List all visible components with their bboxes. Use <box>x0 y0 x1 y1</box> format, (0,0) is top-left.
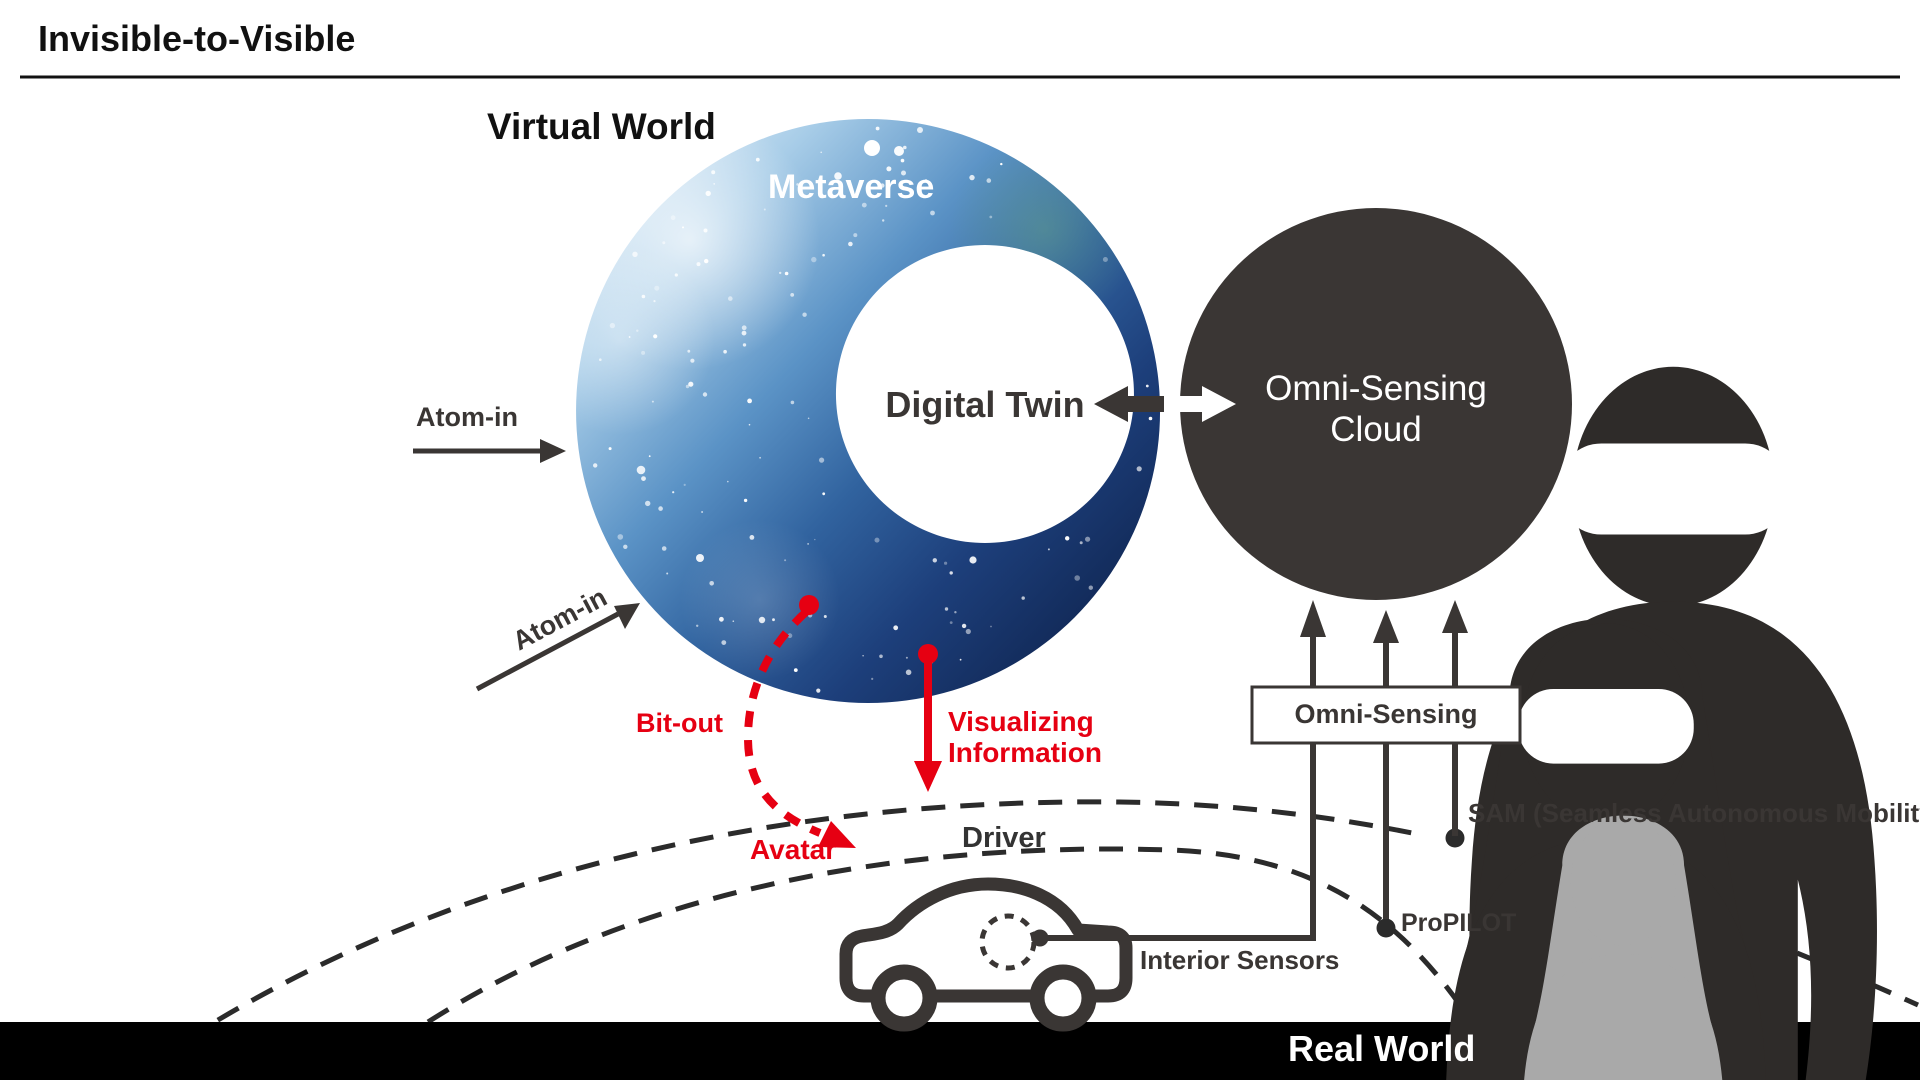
visualizing-dot <box>918 644 938 664</box>
driver-label: Driver <box>962 822 1046 854</box>
omni-sensing-box <box>1250 685 1522 745</box>
bit-out-flow <box>743 595 856 848</box>
real-world-label: Real World <box>1288 1028 1476 1069</box>
car-wheel-front <box>1029 964 1097 1032</box>
cloud-label-line1: Omni-Sensing <box>1265 369 1487 408</box>
visualizing-arrowhead <box>914 761 942 792</box>
visualizing-flow <box>914 644 942 792</box>
interior-sensors-label: Interior Sensors <box>1140 945 1340 975</box>
page-title: Invisible-to-Visible <box>38 18 356 59</box>
interior-sensor-line <box>1040 600 1326 941</box>
visualizing-line2: Information <box>948 736 1102 768</box>
metaverse-label: Metaverse <box>768 168 935 206</box>
omni-sensing-box-label: Omni-Sensing <box>1294 699 1478 729</box>
propilot-label: ProPILOT <box>1401 909 1517 937</box>
visualizing-line1: Visualizing <box>948 706 1094 737</box>
inner-ground-arc <box>426 846 1483 1037</box>
atom-in-arrow-2 <box>475 603 640 692</box>
arrow-right-white <box>1164 386 1236 422</box>
bit-out-arrowhead <box>818 821 856 848</box>
atom-in-label-1: Atom-in <box>416 402 518 432</box>
bit-out-curve <box>743 609 822 837</box>
bit-out-label: Bit-out <box>636 708 723 738</box>
sam-label: SAM (Seamless Autonomous Mobility) <box>1468 798 1920 828</box>
ground-arcs <box>150 799 1920 1065</box>
outer-ground-arc <box>150 799 1920 1065</box>
sam-dot <box>1445 828 1465 848</box>
cloud-label-line2: Cloud <box>1330 410 1422 450</box>
arrow-left-dark <box>1094 386 1178 422</box>
digital-twin-label: Digital Twin <box>885 384 1085 425</box>
visualizing-information-label: Visualizing Information <box>948 706 1102 769</box>
avatar-label: Avatar <box>750 834 837 865</box>
virtual-world-label: Virtual World <box>487 106 716 147</box>
omni-sensing-cloud-circle <box>1180 208 1572 600</box>
car-wheel-rear <box>870 964 938 1032</box>
atom-in-arrow-1 <box>413 439 566 463</box>
car <box>839 877 1133 1032</box>
omni-sensing-cloud-label: Omni-Sensing Cloud <box>1226 368 1526 451</box>
propilot-dot <box>1376 918 1396 938</box>
digital-twin-cloud-arrow <box>1094 386 1236 422</box>
